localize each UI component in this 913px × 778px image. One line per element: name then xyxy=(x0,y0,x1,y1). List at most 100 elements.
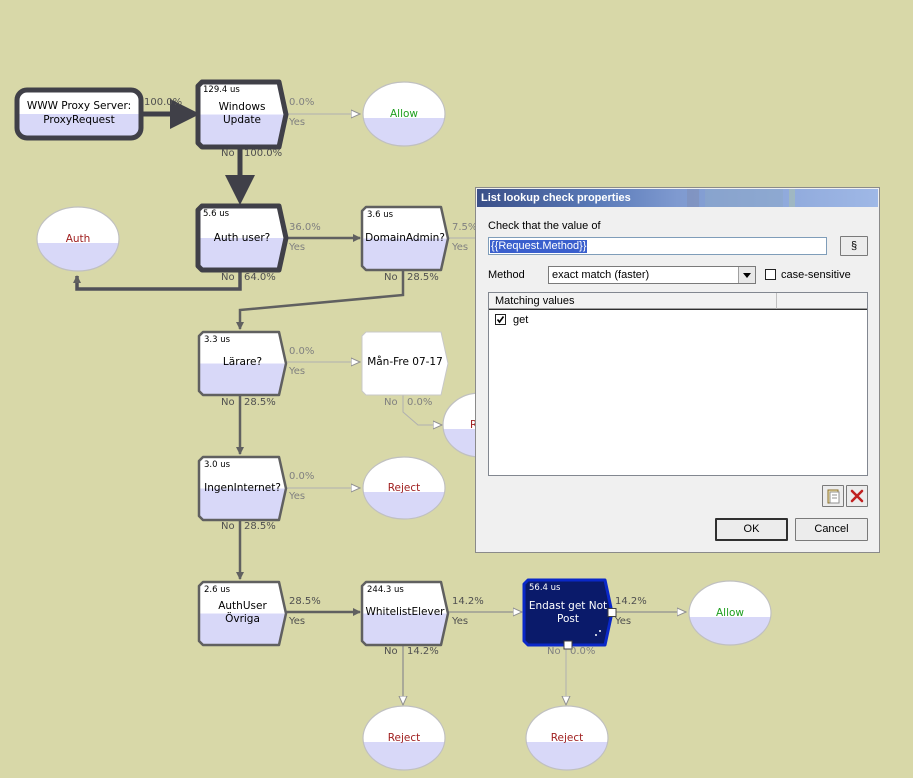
reject-2-text: Reject xyxy=(387,732,421,744)
endast-label: 56.4 us Endast get Not Post xyxy=(524,580,612,645)
edge-manfre-reject[interactable] xyxy=(402,395,442,425)
node-proxy-server[interactable] xyxy=(14,87,144,141)
node-man-fre-border xyxy=(361,331,449,396)
authuser-yes-pct: 36.0% xyxy=(289,222,321,233)
node-reject-1-border xyxy=(362,456,446,520)
endast-yes-pct: 14.2% xyxy=(615,596,647,607)
matching-values-list[interactable]: Matching values get xyxy=(488,292,868,476)
node-auth-fill-bottom xyxy=(37,243,119,271)
node-larare-border xyxy=(197,330,288,397)
proxy-line1: WWW Proxy Server: xyxy=(26,100,132,112)
method-dropdown-button[interactable] xyxy=(738,267,755,283)
reject-3-text: Reject xyxy=(550,732,584,744)
manfre-text: Mån-Fre 07-17 xyxy=(367,356,443,368)
check-icon xyxy=(496,316,505,324)
delete-values-button[interactable] xyxy=(846,485,868,507)
node-windows-update[interactable] xyxy=(195,79,289,150)
node-auth-user[interactable] xyxy=(195,203,289,273)
list-item[interactable]: get xyxy=(495,313,695,327)
windows-yes-pct: 0.0% xyxy=(289,97,315,108)
ingen-yes: Yes xyxy=(289,491,306,502)
node-larare[interactable] xyxy=(197,330,288,397)
case-sensitive-checkbox[interactable] xyxy=(765,269,776,280)
ingen-no-pct: 28.5% xyxy=(244,521,276,532)
titlebar-strip-1 xyxy=(687,189,699,207)
allow-1-text: Allow xyxy=(389,108,419,120)
whitelist-label: 244.3 us WhitelistElever xyxy=(362,582,448,645)
reject-partial-text: R xyxy=(470,419,478,431)
endast-line1: Endast get Not xyxy=(528,600,608,612)
ingen-yes-pct: 0.0% xyxy=(289,471,315,482)
node-whitelist-elever-fill-bottom xyxy=(362,613,448,645)
node-allow-2-fill-bottom xyxy=(689,617,771,645)
value-checkbox[interactable] xyxy=(495,314,506,325)
authuser-yes: Yes xyxy=(289,242,306,253)
windows-no: No xyxy=(221,148,235,159)
endast-timing: 56.4 us xyxy=(529,583,561,593)
ovriga-line2: Övriga xyxy=(225,613,260,625)
chevron-down-icon xyxy=(743,273,751,278)
check-value-text: {{Request.Method}} xyxy=(490,240,588,253)
node-auth-user-fill-bottom xyxy=(198,238,286,270)
node-endast-get-fill xyxy=(524,580,612,645)
endast-line2: Post xyxy=(557,613,579,625)
edge-label-proxy: 100.0% xyxy=(144,97,183,108)
dialog-title: List lookup check properties xyxy=(481,192,631,204)
titlebar-strip-3 xyxy=(789,189,795,207)
node-ingen-internet[interactable] xyxy=(197,455,288,522)
list-header-matching[interactable]: Matching values xyxy=(489,293,777,309)
windows-yes: Yes xyxy=(289,117,306,128)
method-label: Method xyxy=(488,269,525,281)
larare-yes: Yes xyxy=(289,366,306,377)
windows-no-pct: 100.0% xyxy=(244,148,283,159)
ovriga-yes-pct: 28.5% xyxy=(289,596,321,607)
authuser-text: Auth user? xyxy=(213,232,271,244)
node-reject-2-border xyxy=(362,705,446,771)
node-domain-admin[interactable] xyxy=(360,205,450,272)
check-value-input[interactable]: {{Request.Method}} xyxy=(488,237,827,255)
ovriga-line1: AuthUser xyxy=(218,600,267,612)
resize-dot-1 xyxy=(599,630,601,632)
node-windows-update-fill-bottom xyxy=(198,114,286,147)
node-man-fre[interactable] xyxy=(361,331,449,396)
cancel-button[interactable]: Cancel xyxy=(795,518,868,541)
node-man-fre-fill-bottom xyxy=(362,363,448,395)
domainadmin-no-pct: 28.5% xyxy=(407,272,439,283)
list-header-text: Matching values xyxy=(495,295,575,307)
ovriga-timing: 2.6 us xyxy=(204,585,231,595)
edge-authuser-auth[interactable] xyxy=(73,270,242,291)
ok-button[interactable]: OK xyxy=(715,518,788,541)
paste-values-button[interactable] xyxy=(822,485,844,507)
larare-no: No xyxy=(221,397,235,408)
node-reject-3[interactable] xyxy=(525,705,609,774)
windows-line2: Update xyxy=(222,114,262,126)
node-reject-2-fill-bottom xyxy=(363,742,445,770)
node-allow-2-border xyxy=(688,580,772,646)
selection-handle-bottom[interactable] xyxy=(563,640,573,650)
domainadmin-no: No xyxy=(384,272,398,283)
node-authuser-ovriga[interactable] xyxy=(197,580,288,647)
ovriga-label: 2.6 us AuthUser Övriga xyxy=(199,582,286,645)
manfre-no-pct: 0.0% xyxy=(407,397,433,408)
case-sensitive-label: case-sensitive xyxy=(781,269,851,281)
node-endast-get[interactable] xyxy=(522,578,617,650)
selection-handle-right[interactable] xyxy=(607,608,617,617)
list-lookup-dialog[interactable]: List lookup check properties Check that … xyxy=(475,187,880,553)
node-auth-user-border xyxy=(195,203,289,273)
edges xyxy=(73,99,686,705)
node-allow-1-fill-bottom xyxy=(363,118,445,146)
method-select[interactable]: exact match (faster) xyxy=(548,266,756,284)
edge-domainadmin-larare[interactable] xyxy=(236,270,405,330)
node-ingen-internet-fill-bottom xyxy=(199,488,286,520)
whitelist-text: WhitelistElever xyxy=(365,606,445,618)
ingen-no: No xyxy=(221,521,235,532)
ingen-timing: 3.0 us xyxy=(204,460,231,470)
reject-1-text: Reject xyxy=(387,482,421,494)
value-text: get xyxy=(513,314,529,326)
node-reject-3-border xyxy=(525,705,609,771)
dialog-titlebar[interactable]: List lookup check properties xyxy=(477,189,878,207)
node-domain-admin-fill-bottom xyxy=(362,238,448,270)
node-whitelist-elever[interactable] xyxy=(360,580,450,647)
insert-variable-button[interactable]: § xyxy=(840,236,868,256)
